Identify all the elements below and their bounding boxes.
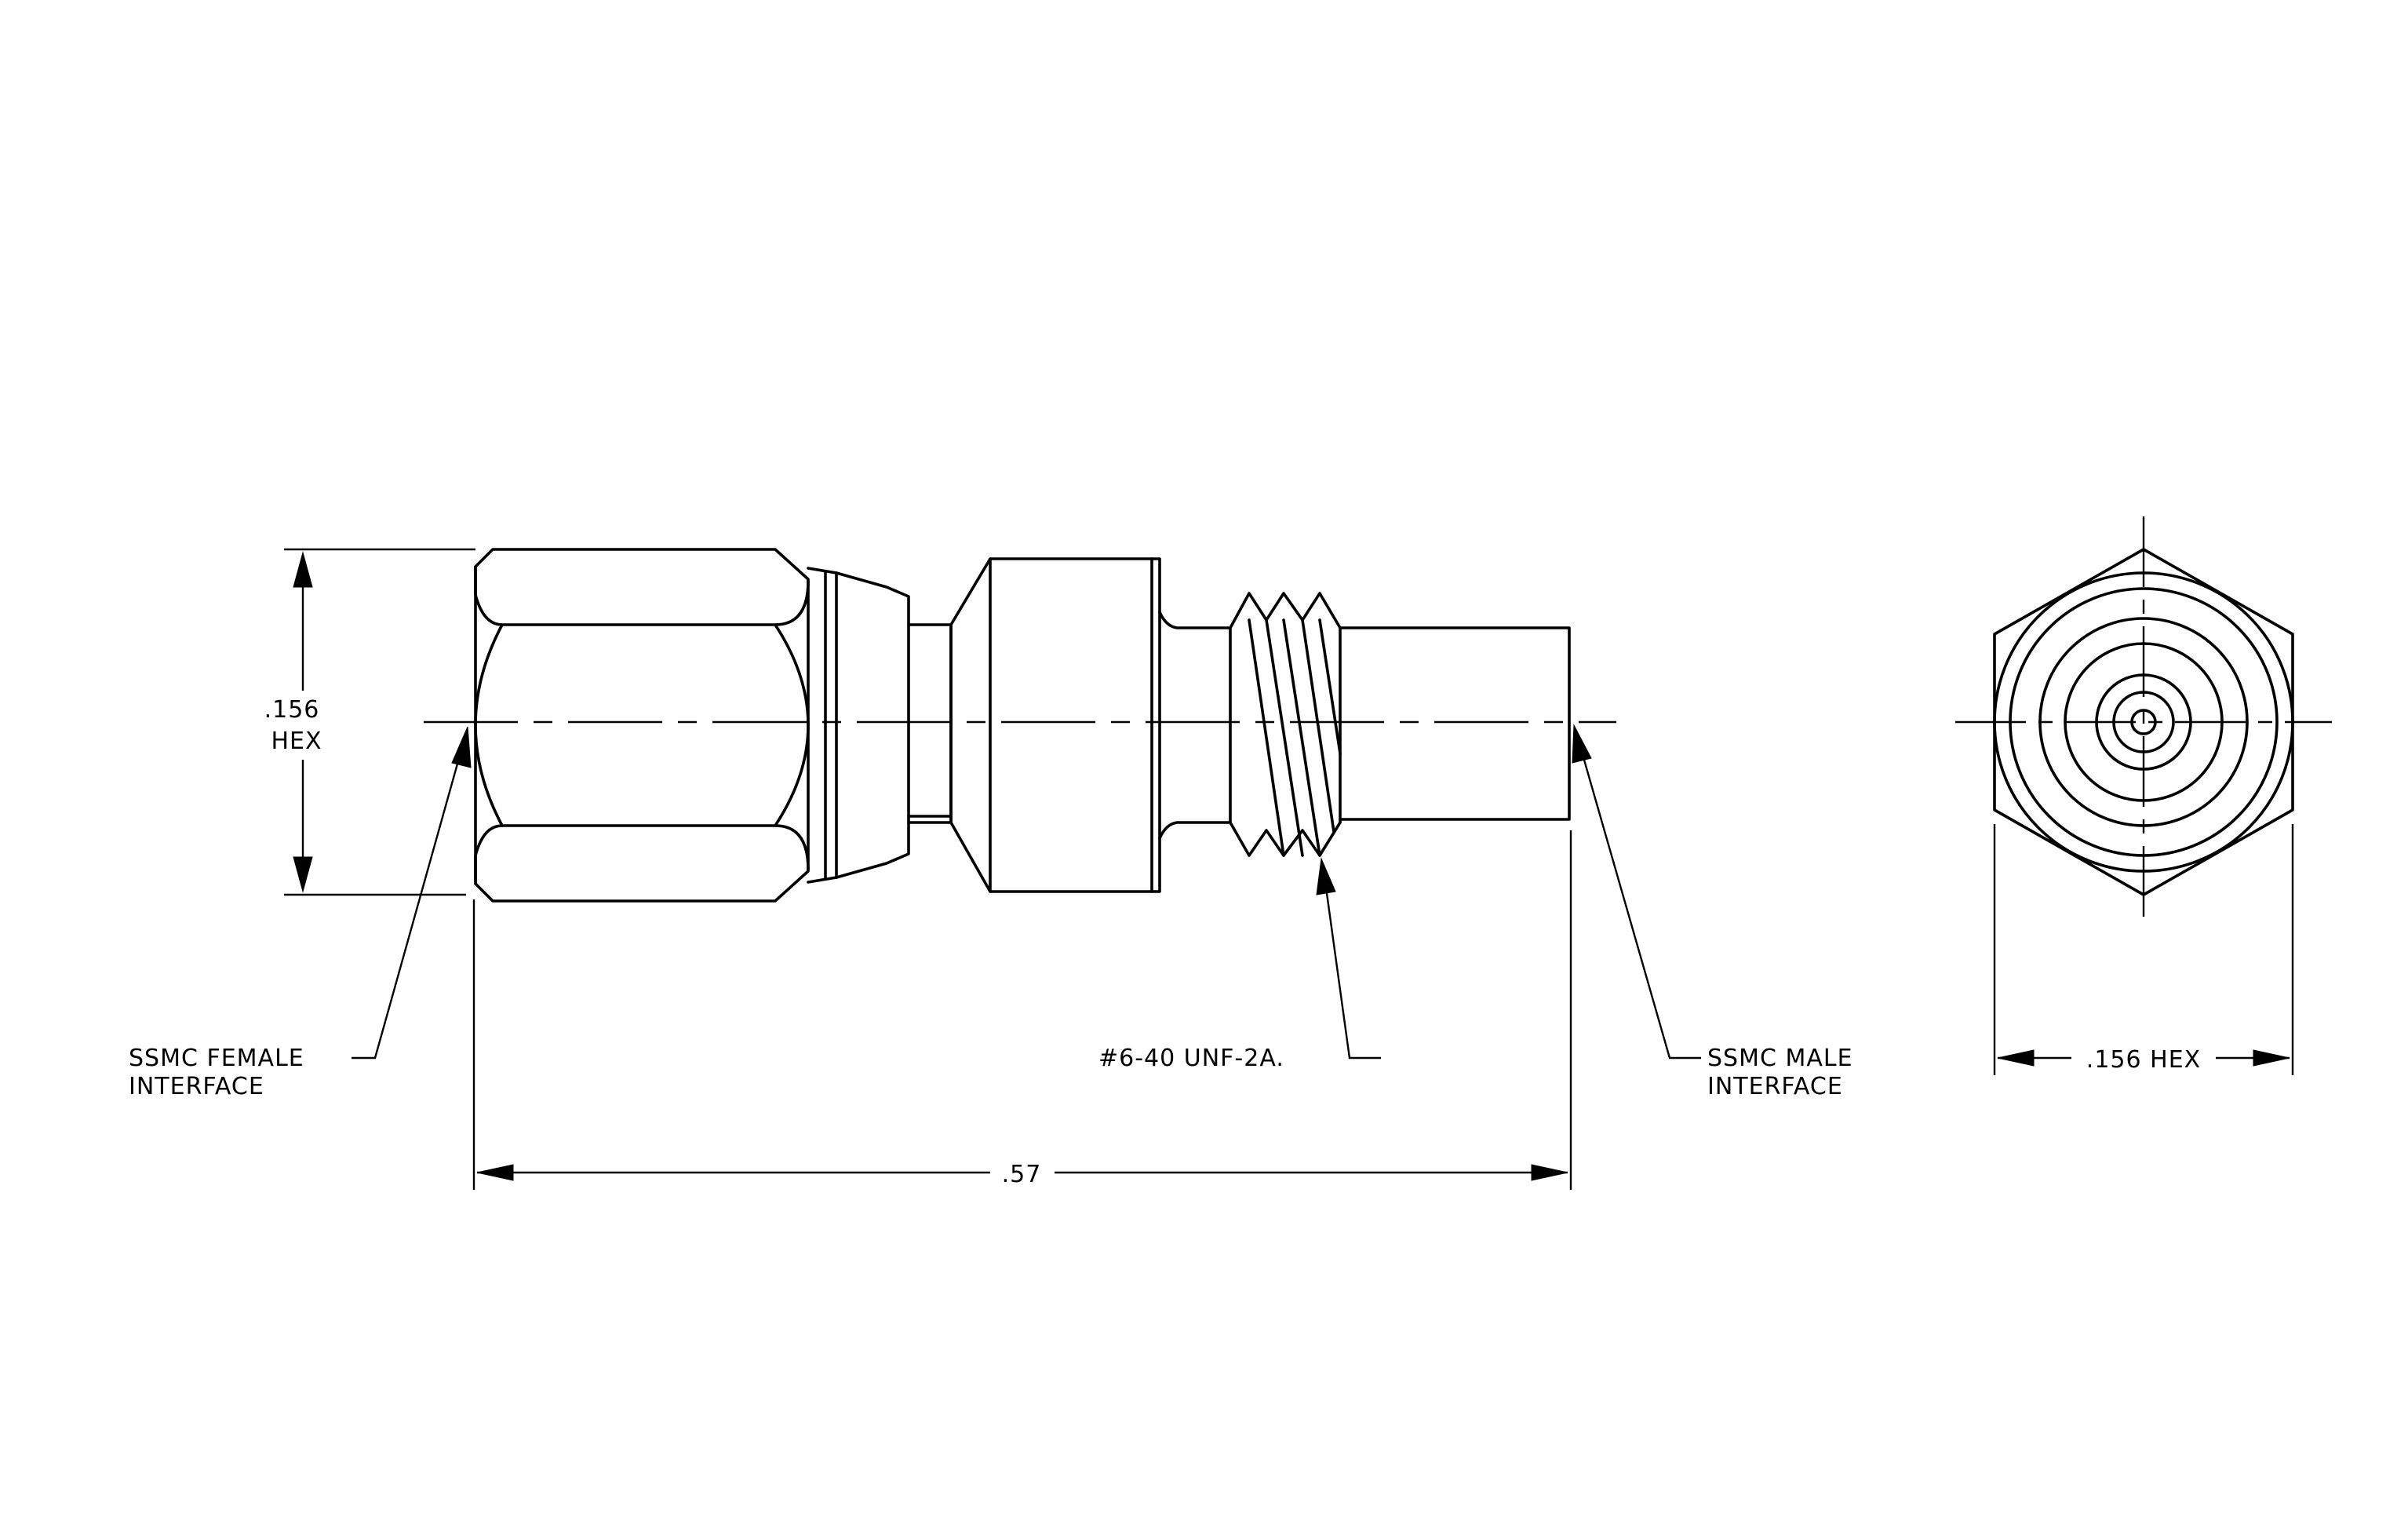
male-interface-label-1: SSMC MALE (1707, 1045, 1853, 1072)
hex-width-dimension: .156 HEX (1993, 824, 2294, 1075)
male-body (1339, 626, 1571, 821)
side-view (424, 548, 1616, 903)
male-interface-callout: SSMC MALE INTERFACE (1572, 724, 1853, 1100)
body-block (949, 557, 1161, 893)
hex-dim-end-value: .156 HEX (2086, 1046, 2201, 1074)
hex-nut (474, 548, 810, 903)
thread-section (1229, 592, 1342, 857)
nut-collar (807, 567, 910, 884)
thread-spec-label: #6-40 UNF-2A. (1098, 1045, 1284, 1072)
overall-length-value: .57 (1002, 1161, 1042, 1188)
female-interface-callout: SSMC FEMALE INTERFACE (129, 726, 472, 1100)
female-interface-label-1: SSMC FEMALE (129, 1045, 304, 1072)
hex-dim-left-unit: HEX (271, 728, 322, 755)
neck (907, 623, 953, 824)
female-interface-label-2: INTERFACE (129, 1073, 264, 1100)
male-interface-label-2: INTERFACE (1707, 1073, 1843, 1100)
hex-height-dimension: .156 HEX (264, 548, 475, 896)
thread-spec-callout: #6-40 UNF-2A. (1098, 857, 1381, 1072)
hex-dim-left-value: .156 (264, 696, 320, 724)
end-view (1955, 516, 2332, 928)
shoulder (1158, 611, 1232, 840)
overall-length-dimension: .57 (472, 830, 1572, 1190)
